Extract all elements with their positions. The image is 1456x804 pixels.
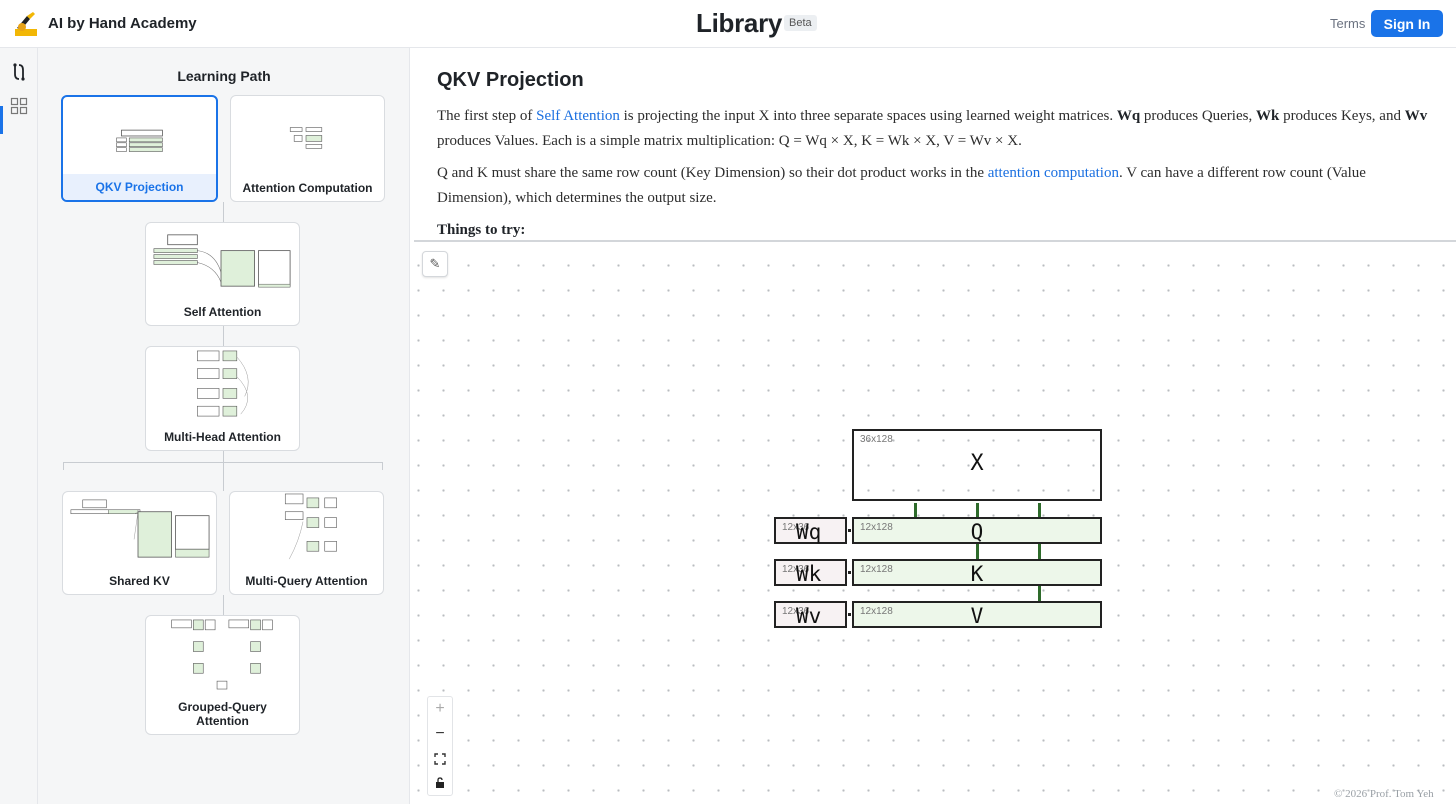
zoom-in-button[interactable]: + — [435, 700, 445, 717]
card-label: QKV Projection — [95, 180, 184, 194]
connector — [223, 595, 224, 615]
terms-link[interactable]: Terms — [1330, 16, 1366, 31]
connector-dot — [848, 571, 851, 574]
matrix-x[interactable]: 36x128 X — [852, 429, 1102, 501]
matrix-dim: 12x36 — [782, 606, 810, 617]
card-label: Shared KV — [109, 574, 170, 588]
card-thumbnail — [197, 350, 249, 417]
matrix-wv[interactable]: 12x36 Wv — [774, 601, 847, 628]
connector — [382, 462, 383, 470]
matrix-wq[interactable]: 12x36 Wq — [774, 517, 847, 544]
card-thumbnail — [116, 129, 163, 152]
grid-icon[interactable] — [9, 96, 29, 116]
lesson-title: QKV Projection — [437, 69, 584, 91]
connector — [223, 326, 224, 346]
panel-title: Learning Path — [177, 68, 271, 84]
card-label: Grouped-Query Attention — [178, 700, 267, 728]
card-thumbnail — [171, 619, 273, 690]
card-label: Multi-Query Attention — [245, 574, 368, 588]
connection-line — [1038, 503, 1041, 601]
lesson-text: QKV Projection The first step of Self At… — [437, 66, 1432, 251]
lesson-paragraph-2: Q and K must share the same row count (K… — [437, 165, 1366, 206]
matrix-dim: 12x128 — [860, 564, 893, 575]
things-to-try-heading: Things to try: — [437, 222, 526, 238]
self-attention-link[interactable]: Self Attention — [536, 108, 620, 124]
matrix-name: Wq — [796, 520, 822, 544]
card-qkv-projection[interactable]: QKV Projection — [61, 95, 218, 202]
connection-line — [914, 503, 917, 517]
connector — [63, 462, 64, 470]
fit-view-button[interactable] — [428, 747, 452, 771]
lock-icon — [436, 777, 444, 788]
card-thumbnail — [284, 493, 337, 560]
matrix-name: Q — [970, 520, 984, 544]
card-multi-head-attention[interactable]: Multi-Head Attention — [145, 346, 300, 451]
connector-dot — [848, 529, 851, 532]
card-label: Self Attention — [183, 305, 262, 319]
connector — [223, 451, 224, 491]
card-multi-query-attention[interactable]: Multi-Query Attention — [229, 491, 384, 595]
card-thumbnail — [153, 234, 291, 288]
matrix-v[interactable]: 12x128 V — [852, 601, 1102, 628]
brand-name[interactable]: AI by Hand Academy — [48, 15, 197, 32]
matrix-dim: 12x36 — [782, 564, 810, 575]
lesson-content: QKV Projection The first step of Self At… — [411, 48, 1456, 804]
card-label: Attention Computation — [242, 181, 373, 195]
matrix-dim: 12x128 — [860, 606, 893, 617]
page-title: Library — [696, 8, 783, 38]
learning-path-icon[interactable] — [9, 62, 29, 82]
beta-badge: Beta — [784, 15, 817, 31]
zoom-out-button[interactable]: − — [435, 725, 445, 742]
icon-rail — [0, 48, 38, 804]
sign-in-button[interactable]: Sign In — [1371, 10, 1443, 37]
card-grouped-query-attention[interactable]: Grouped-Query Attention — [145, 615, 300, 735]
lesson-paragraph-1: The first step of Self Attention is proj… — [437, 108, 1428, 149]
matrix-name: Wk — [796, 562, 822, 586]
matrix-k[interactable]: 12x128 K — [852, 559, 1102, 586]
connector-dot — [848, 613, 851, 616]
attention-computation-link[interactable]: attention computation — [987, 165, 1119, 181]
matrix-dim: 36x128 — [860, 434, 893, 445]
card-attention-computation[interactable]: Attention Computation — [230, 95, 385, 202]
connector — [63, 462, 383, 463]
matrix-wk[interactable]: 12x36 Wk — [774, 559, 847, 586]
matrix-dim: 12x128 — [860, 522, 893, 533]
matrix-dim: 12x36 — [782, 522, 810, 533]
card-shared-kv[interactable]: Shared KV — [62, 491, 217, 595]
learning-path-panel: Learning Path QKV Projection Attention C… — [38, 48, 410, 804]
top-bar: AI by Hand Academy Library Beta Terms Si… — [0, 0, 1456, 48]
connector — [223, 202, 224, 222]
card-thumbnail — [70, 499, 210, 558]
copyright-note: © 2026 Prof. Tom Yeh — [1334, 788, 1434, 800]
zoom-controls: + − — [427, 696, 453, 796]
card-self-attention[interactable]: Self Attention — [145, 222, 300, 326]
resize-divider[interactable] — [414, 240, 1456, 242]
matrix-name: Wv — [796, 604, 822, 628]
fit-view-icon — [434, 753, 446, 765]
pencil-icon[interactable]: ✎ — [422, 251, 448, 277]
hand-writing-logo-icon[interactable] — [13, 10, 39, 37]
matrix-name: V — [970, 604, 984, 628]
card-label: Multi-Head Attention — [164, 430, 281, 444]
card-thumbnail — [289, 127, 323, 149]
lock-button[interactable] — [428, 771, 452, 795]
matrix-name: K — [970, 562, 984, 586]
rail-active-indicator — [0, 106, 3, 134]
matrix-q[interactable]: 12x128 Q — [852, 517, 1102, 544]
matrix-name: X — [970, 451, 984, 476]
